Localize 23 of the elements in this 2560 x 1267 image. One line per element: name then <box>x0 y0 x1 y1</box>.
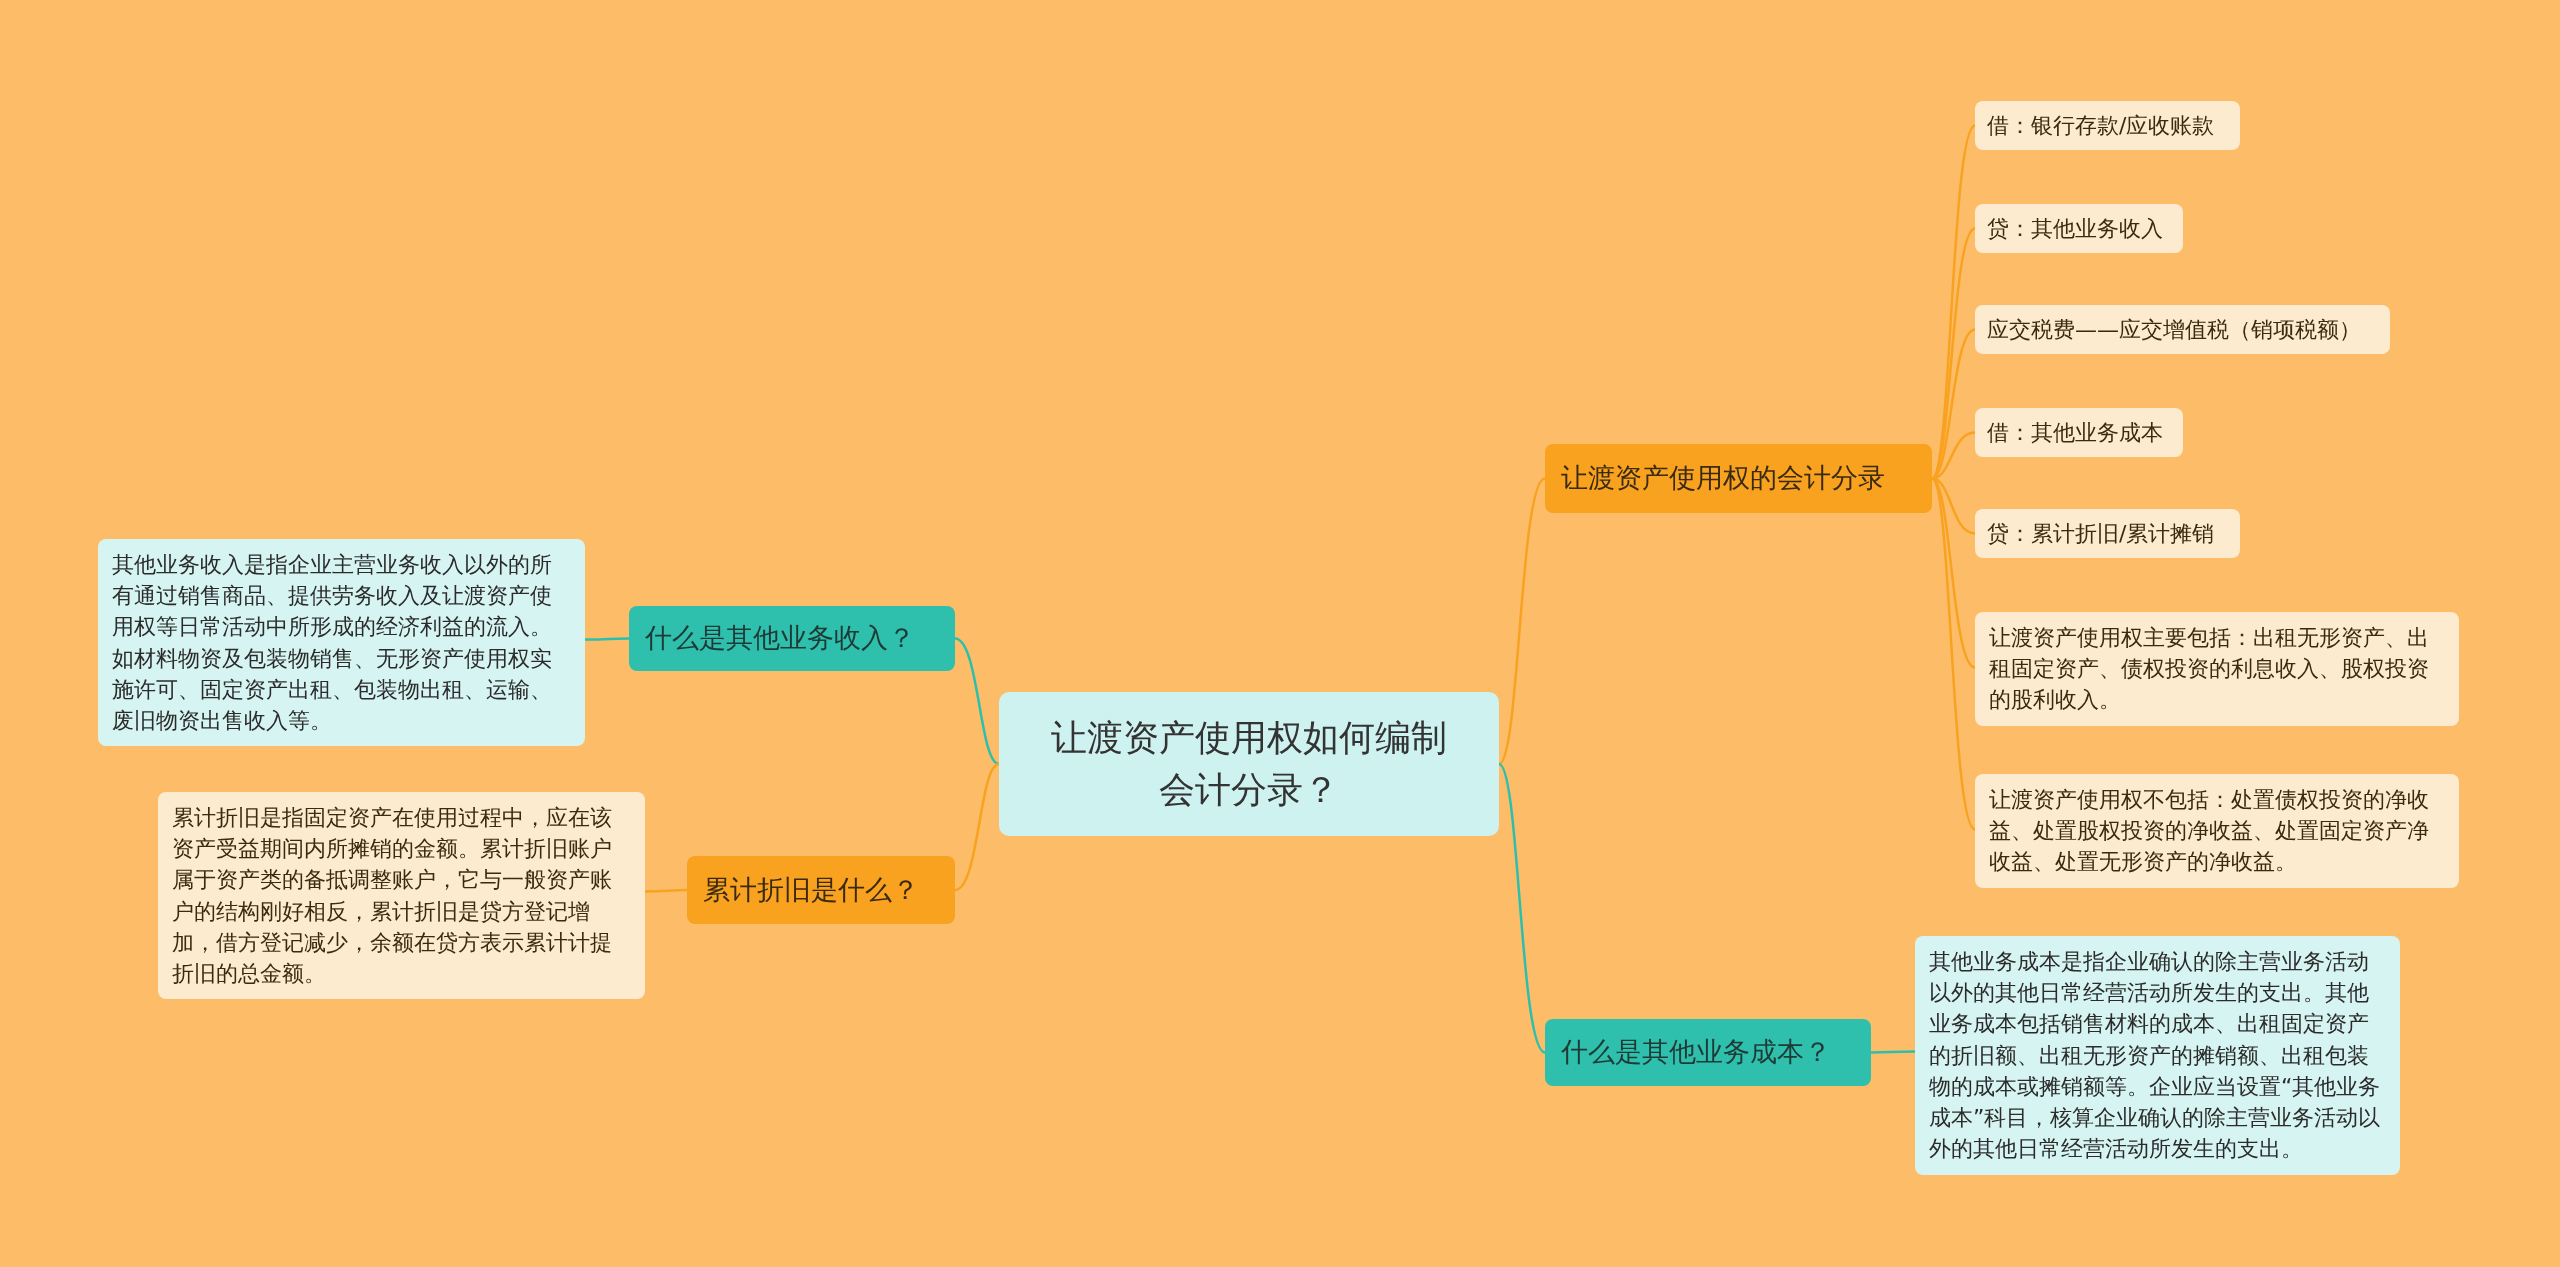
leaf-box: 应交税费——应交增值税（销项税额） <box>1975 305 2390 354</box>
central-topic: 让渡资产使用权如何编制会计分录？ <box>999 692 1499 836</box>
topic-box: 什么是其他业务成本？ <box>1545 1019 1871 1086</box>
topic-box: 累计折旧是什么？ <box>687 856 955 924</box>
leaf-box: 贷：其他业务收入 <box>1975 204 2183 253</box>
leaf-box: 借：银行存款/应收账款 <box>1975 101 2240 150</box>
note-box: 其他业务成本是指企业确认的除主营业务活动以外的其他日常经营活动所发生的支出。其他业务成本包括销售材料的成本、出租固定资产的折旧额、出租无形资产的摊销额、出租包装物的成本或摊销额等。企业应当设置“其他业务成本”科目，核算企业确认的除主营业务活动以外的其他日常经营活动所发生的支出。 <box>1915 936 2400 1175</box>
connector-line <box>1498 477 1546 765</box>
connector-line <box>1871 1050 1915 1054</box>
connector-line <box>1930 477 1976 831</box>
note-box: 其他业务收入是指企业主营业务收入以外的所有通过销售商品、提供劳务收入及让渡资产使用权等日常活动中所形成的经济利益的流入。如材料物资及包装物销售、无形资产使用权实施许可、固定资产出租、包装物出租、运输、废旧物资出售收入等。 <box>98 539 585 747</box>
leaf-box: 贷：累计折旧/累计摊销 <box>1975 509 2240 558</box>
connector-line <box>954 637 1000 766</box>
topic-box: 什么是其他业务收入？ <box>629 606 955 671</box>
note-box: 让渡资产使用权主要包括：出租无形资产、出租固定资产、债权投资的利息收入、股权投资的股利收入。 <box>1975 612 2459 726</box>
topic-box: 让渡资产使用权的会计分录 <box>1545 444 1932 513</box>
leaf-box: 借：其他业务成本 <box>1975 408 2183 457</box>
note-box: 累计折旧是指固定资产在使用过程中，应在该资产受益期间内所摊销的金额。累计折旧账户属于资产类的备抵调整账户，它与一般资产账户的结构刚好相反，累计折旧是贷方登记增加，借方登记减少，余额在贷方表示累计计提折旧的总金额。 <box>158 792 645 1000</box>
connector-line <box>585 637 629 641</box>
connector-line <box>645 888 687 893</box>
note-box: 让渡资产使用权不包括：处置债权投资的净收益、处置股权投资的净收益、处置固定资产净收益、处置无形资产的净收益。 <box>1975 774 2459 888</box>
connector-line <box>1498 763 1546 1054</box>
connector-line <box>954 762 1000 892</box>
